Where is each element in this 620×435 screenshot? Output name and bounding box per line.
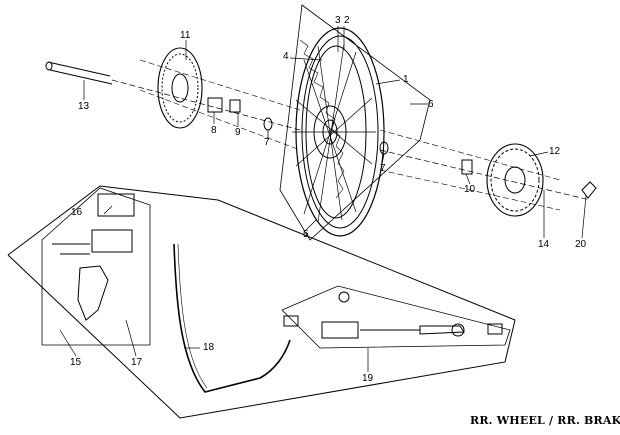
caliper-panel [41, 187, 151, 346]
bearing-7a [263, 117, 273, 131]
brake-pad [97, 193, 135, 217]
master-cylinder-body [321, 321, 359, 339]
callout-14: 14 [538, 239, 550, 250]
callout-1: 1 [403, 74, 409, 85]
callout-9: 9 [235, 127, 241, 138]
brake-area-outline [7, 185, 516, 419]
brake-disc [486, 143, 544, 217]
callout-8: 8 [211, 125, 217, 136]
callout-5: 5 [303, 229, 309, 240]
callout-19: 19 [362, 373, 374, 384]
master-cylinder-panel [281, 285, 511, 349]
collar-8 [207, 97, 223, 113]
callout-11: 11 [180, 30, 191, 41]
callout-15: 15 [70, 357, 82, 368]
callout-7a: 7 [264, 137, 270, 148]
callout-10: 10 [464, 184, 476, 195]
collar-10 [461, 159, 473, 175]
collar-9 [229, 99, 241, 113]
rear-wheel [292, 27, 385, 237]
sprocket [157, 47, 203, 129]
callout-7b: 7 [380, 163, 386, 174]
caliper-bracket [77, 265, 109, 321]
brake-hose [173, 243, 291, 393]
callout-4: 4 [283, 51, 289, 62]
callout-17: 17 [131, 357, 143, 368]
bracket-20 [581, 181, 597, 199]
callout-2: 2 [344, 15, 350, 26]
axle [45, 61, 113, 85]
callout-18: 18 [203, 342, 215, 353]
callout-6: 6 [428, 99, 434, 110]
callout-12: 12 [549, 146, 561, 157]
callout-13: 13 [78, 101, 90, 112]
wheel-panel [279, 4, 431, 241]
caliper-body [91, 229, 133, 253]
push-rod [360, 325, 465, 335]
diagram-caption: RR. WHEEL / RR. BRAKE [470, 414, 620, 427]
callout-16: 16 [71, 207, 83, 218]
callout-3: 3 [335, 15, 341, 26]
callout-20: 20 [575, 239, 587, 250]
